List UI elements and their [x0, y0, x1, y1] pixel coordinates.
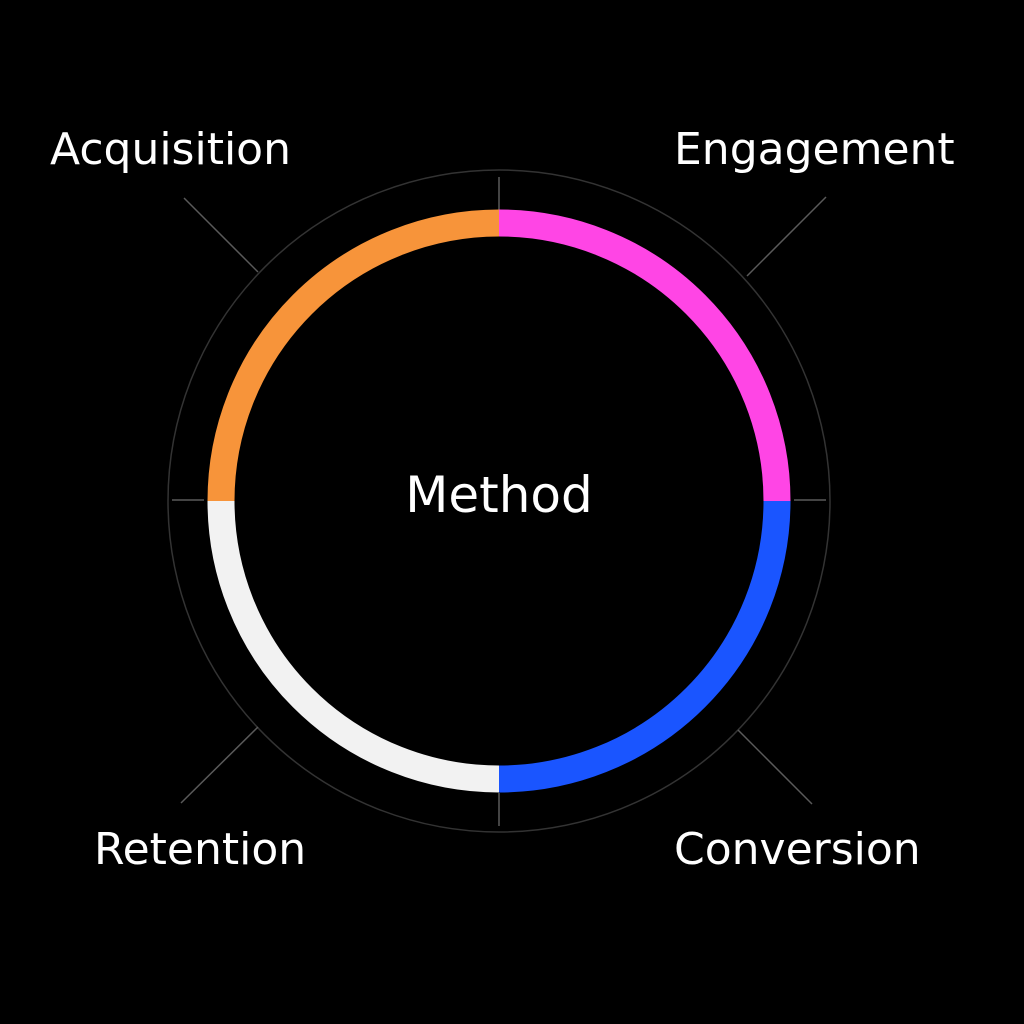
center-label: Method: [405, 466, 593, 524]
connector-engagement: [746, 196, 827, 277]
label-retention: Retention: [94, 824, 307, 875]
label-engagement: Engagement: [674, 124, 955, 175]
arc-acquisition: [207, 209, 500, 502]
outer-ring: [167, 169, 831, 833]
label-conversion: Conversion: [674, 824, 921, 875]
connector-acquisition: [183, 197, 259, 273]
arc-retention: [207, 500, 500, 793]
label-acquisition: Acquisition: [50, 124, 291, 175]
arc-engagement: [498, 209, 791, 502]
connector-conversion: [737, 729, 813, 805]
arc-conversion: [498, 500, 791, 793]
connector-retention: [180, 726, 259, 804]
